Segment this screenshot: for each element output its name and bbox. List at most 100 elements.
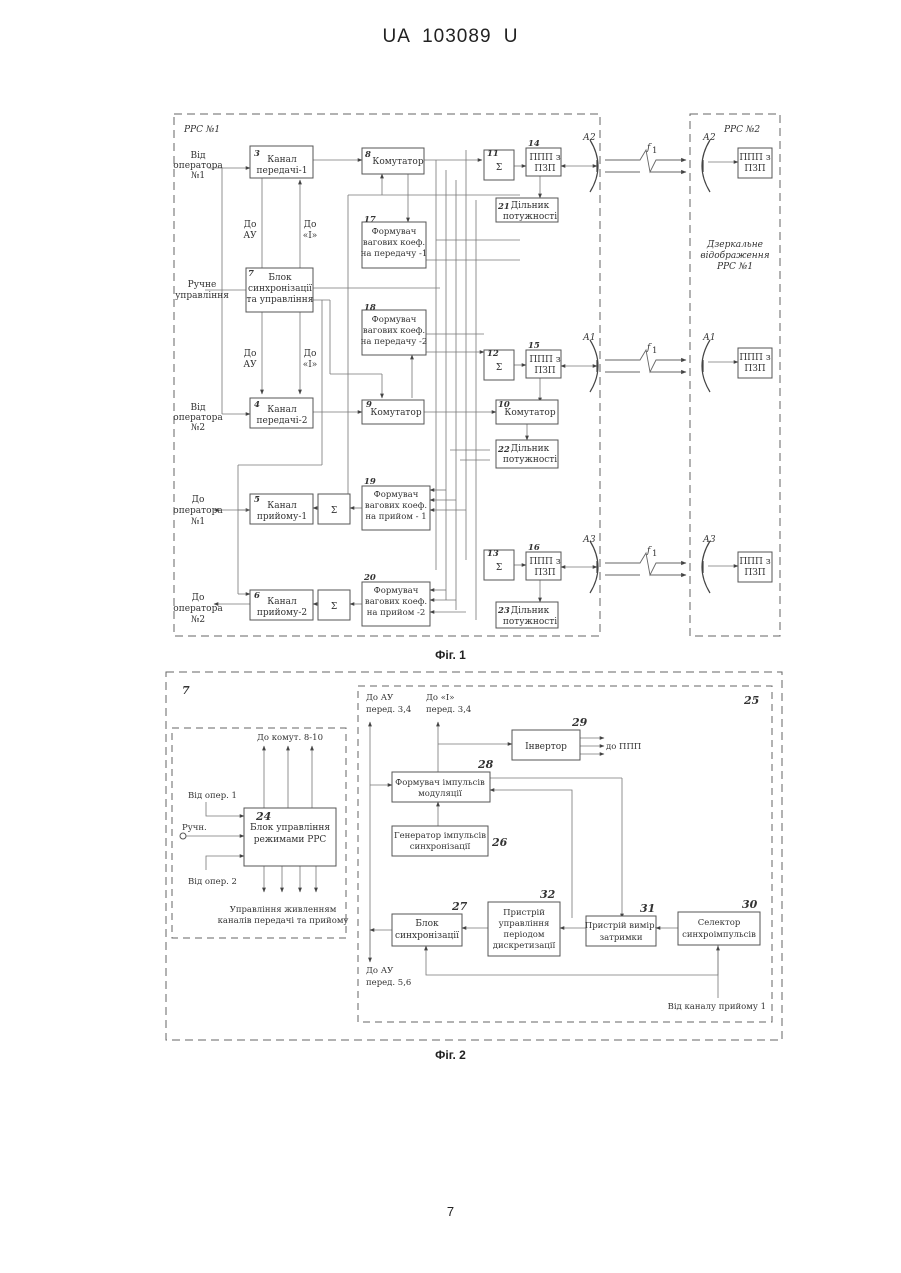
to-au-bot-label-f2-line-0: До АУ [366, 966, 394, 976]
block-b22-number: 22 [497, 445, 510, 455]
mirror-label-line-2: РРС №1 [716, 262, 753, 272]
block-b17-label-line-0: Формувач [372, 227, 417, 237]
block-b23-number: 23 [497, 606, 510, 616]
to-au-top-label-f2-line-1: перед. 3,4 [366, 705, 411, 715]
station1-label: РРС №1 [183, 125, 220, 135]
block-r3-label-line-0: ППП з [739, 557, 770, 567]
block-b28-label-line-1: модуляції [418, 789, 462, 799]
block-b7-label-line-2: та управління [247, 295, 314, 305]
figure-1 [174, 114, 780, 636]
block-b19-label-line-0: Формувач [374, 490, 419, 500]
to-au-top-label-line-1: АУ [243, 231, 257, 241]
antenna-a2-left-label: А2 [582, 133, 596, 143]
mirror-label-line-0: Дзеркальне [706, 240, 763, 250]
to-op2-label-line-2: №2 [191, 615, 205, 625]
block-b32-label-line-3: дискретизації [493, 941, 556, 951]
antenna-a3-right-label: А3 [702, 535, 716, 545]
block-b5-label-line-0: Канал [267, 501, 297, 511]
fig1-wiring [205, 150, 738, 620]
block-b31-number: 31 [640, 902, 655, 915]
block-b4-label-line-1: передачі-2 [257, 416, 308, 426]
block-b29-label-line-0: Інвертор [525, 742, 567, 752]
block-b18-label-line-0: Формувач [372, 315, 417, 325]
to-i-top-label-line-1: «І» [303, 231, 318, 241]
to-au-top-label-f2-line-0: До АУ [366, 693, 394, 703]
block-b7-number: 7 [248, 269, 254, 279]
block-b4-number: 4 [254, 400, 260, 410]
block-b10-label-line-0: Комутатор [504, 408, 555, 418]
block-b24-number: 24 [255, 810, 271, 823]
from-op2-label: Від опер. 2 [188, 877, 237, 887]
block-b32-number: 32 [540, 888, 556, 901]
block-b21-label-line-1: потужності [503, 212, 557, 222]
block-b13-label-line-0: Σ [496, 563, 502, 573]
power-ctrl-label-line-1: каналів передачі та прийому [218, 916, 349, 926]
block-b26-label-line-1: синхронізації [410, 842, 471, 852]
op2-input-label-line-0: Від [190, 403, 205, 413]
block-b31-label-line-0: Пристрій вимір. [585, 921, 657, 931]
block-b18-label-line-1: вагових коеф. [363, 326, 425, 336]
antenna-a3-left-label: А3 [582, 535, 596, 545]
block-b8-label-line-0: Комутатор [372, 157, 423, 167]
block-b24-label-line-1: режимами РРС [254, 835, 327, 845]
block-b7-label-line-0: Блок [268, 273, 292, 283]
to-i-mid-label-line-0: До [304, 349, 317, 359]
from-op1-label: Від опер. 1 [188, 791, 237, 801]
block-b16-label-line-1: ПЗП [534, 568, 555, 578]
block-b17-label-line-2: на передачу -1 [361, 249, 428, 259]
block-b8-number: 8 [365, 150, 371, 160]
block-b4-label-line-0: Канал [267, 405, 297, 415]
block-b23-label-line-1: потужності [503, 617, 557, 627]
block-b32-label-line-1: управління [499, 919, 550, 929]
block-r3-label-line-1: ПЗП [744, 568, 765, 578]
manual-input-label: Ручн. [182, 823, 207, 833]
block-b15-label-line-1: ПЗП [534, 366, 555, 376]
block-b19-label-line-2: на прийом - 1 [365, 512, 426, 522]
manual-label-line-0: Ручне [188, 280, 217, 290]
block-b21-number: 21 [497, 202, 510, 212]
block-30 [678, 912, 760, 945]
block-b28-number: 28 [477, 758, 494, 771]
block-b17-label-line-1: вагових коеф. [363, 238, 425, 248]
block-b14-label-line-1: ПЗП [534, 164, 555, 174]
page-number: 7 [0, 1204, 901, 1219]
antennas [590, 140, 710, 593]
block-b26-number: 26 [491, 836, 508, 849]
block-b27-number: 27 [451, 900, 468, 913]
block-b17-number: 17 [364, 215, 376, 225]
block-b13-number: 13 [487, 549, 499, 559]
radio-links [605, 150, 686, 575]
to-i-top-label-f2-line-0: До «І» [426, 693, 455, 703]
op1-input-label-line-0: Від [190, 151, 205, 161]
block-b19-label-line-1: вагових коеф. [365, 501, 427, 511]
block-b3-label-line-0: Канал [267, 155, 297, 165]
block-b30-label-line-1: синхроімпульсів [682, 930, 756, 940]
to-op1-label-line-1: оператора [173, 506, 223, 516]
block-b5-number: 5 [254, 495, 260, 505]
block-b22-label-line-1: потужності [503, 455, 557, 465]
block-b20-label-line-2: на прийом -2 [367, 608, 426, 618]
block-sum6-label-line-0: Σ [331, 602, 337, 612]
block-b20-label-line-0: Формувач [374, 586, 419, 596]
block-b6-label-line-1: прийому-2 [257, 608, 307, 618]
block-b29-number: 29 [571, 716, 588, 729]
op2-input-label-line-1: оператора [173, 413, 223, 423]
block-b28-label-line-0: Формувач імпульсів [395, 778, 485, 788]
block-b30-label-line-0: Селектор [698, 918, 741, 928]
block-b19-number: 19 [364, 477, 376, 487]
block-b5-label-line-1: прийому-1 [257, 512, 307, 522]
block-b16-number: 16 [528, 543, 540, 553]
block-b27-label-line-1: синхронізації [395, 931, 459, 941]
block-r1-label-line-1: ПЗП [744, 164, 765, 174]
block-b10-number: 10 [498, 400, 510, 410]
block-b23-label-line-0: Дільник [511, 606, 550, 616]
block-b12-number: 12 [487, 349, 499, 359]
block-b7-label-line-1: синхронізації [248, 284, 312, 294]
op1-input-label-line-2: №1 [191, 171, 205, 181]
to-au-bot-label-f2-line-1: перед. 5,6 [366, 978, 411, 988]
block-b3-label-line-1: передачі-1 [257, 166, 308, 176]
block-b21-label-line-0: Дільник [511, 201, 550, 211]
to-op1-label-line-2: №1 [191, 517, 205, 527]
to-comm-label: До комут. 8-10 [257, 733, 323, 743]
block-b24-label-line-0: Блок управління [250, 823, 330, 833]
